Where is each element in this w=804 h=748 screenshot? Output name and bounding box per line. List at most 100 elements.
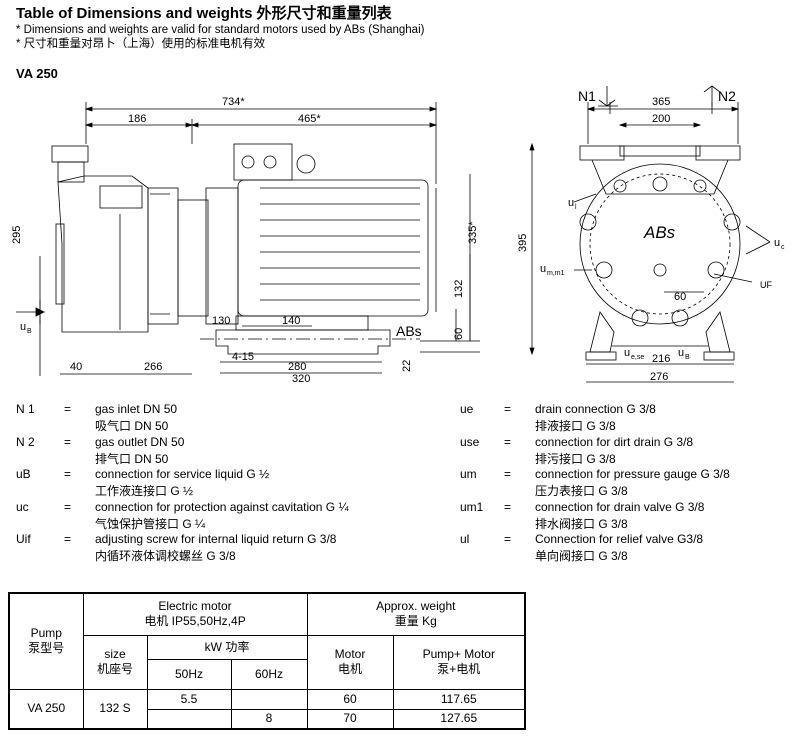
svg-text:280: 280 xyxy=(288,361,306,373)
svg-text:186: 186 xyxy=(128,113,146,125)
legend-description-en: adjusting screw for internal liquid retu… xyxy=(95,532,337,546)
legend-symbol: N 2 xyxy=(16,434,35,449)
pump-motor-weight-header-zh: 泵+电机 xyxy=(437,662,481,676)
legend-description-en: connection for pressure gauge G 3/8 xyxy=(535,467,730,481)
legend-symbol: uc xyxy=(16,499,29,514)
cell-kw-50hz xyxy=(146,708,232,730)
legend-symbol: ul xyxy=(460,532,470,546)
legend-row: um1 = connection for drain valve G 3/8 排… xyxy=(460,500,800,533)
svg-text:l: l xyxy=(575,204,577,211)
legend-equals: = xyxy=(64,434,72,449)
svg-text:140: 140 xyxy=(282,315,300,327)
weight-header-en: Approx. weight xyxy=(376,599,456,614)
svg-text:465*: 465* xyxy=(298,113,321,125)
legend-description-zh: 吸气口 DN 50 xyxy=(95,419,169,433)
svg-text:u: u xyxy=(20,321,26,333)
note-english: * Dimensions and weights are valid for s… xyxy=(16,24,425,36)
legend-equals: = xyxy=(504,434,512,449)
legend-equals: = xyxy=(504,467,512,481)
svg-text:u: u xyxy=(678,347,684,359)
pump-motor-weight-header-en: Pump+ Motor xyxy=(422,647,495,661)
spec-table: Pump 泵型号 Electric motor 电机 IP55,50Hz,4P … xyxy=(8,592,527,730)
legend-row: Uif = adjusting screw for internal liqui… xyxy=(16,532,396,565)
weight-header-zh: 重量 Kg xyxy=(394,614,437,629)
legend-equals: = xyxy=(64,499,72,514)
cell-pump: VA 250 xyxy=(8,688,84,730)
svg-text:ABs: ABs xyxy=(643,223,676,242)
legend-description-en: Connection for relief valve G3/8 xyxy=(535,532,704,546)
weight-header: Approx. weight 重量 Kg xyxy=(306,592,526,636)
legend-equals: = xyxy=(64,402,72,416)
legend-description-zh: 压力表接口 G 3/8 xyxy=(535,484,628,498)
legend-symbol: use xyxy=(460,434,480,449)
legend-symbol: N 1 xyxy=(16,402,35,416)
pump-header-zh: 泵型号 xyxy=(28,641,65,656)
motor-header-en: Electric motor xyxy=(158,599,232,614)
model-label: VA 250 xyxy=(16,66,58,81)
svg-text:276: 276 xyxy=(650,371,668,383)
size-header: size 机座号 xyxy=(82,634,148,690)
legend-left: N 1 = gas inlet DN 50 吸气口 DN 50 N 2 = ga… xyxy=(16,402,396,565)
legend-equals: = xyxy=(64,467,72,481)
page-title: Table of Dimensions and weights 外形尺寸和重量列… xyxy=(16,5,392,22)
motor-header-zh: 电机 IP55,50Hz,4P xyxy=(144,614,246,629)
svg-text:266: 266 xyxy=(144,361,162,373)
svg-text:130: 130 xyxy=(212,315,230,327)
svg-text:N1: N1 xyxy=(578,88,596,104)
cell-size: 132 S xyxy=(82,688,148,730)
svg-text:132: 132 xyxy=(453,280,465,298)
hz60-header: 60Hz xyxy=(230,658,308,690)
motor-weight-header: Motor 电机 xyxy=(306,634,394,690)
svg-text:u: u xyxy=(774,237,780,249)
legend-equals: = xyxy=(504,499,512,514)
motor-header: Electric motor 电机 IP55,50Hz,4P xyxy=(82,592,308,636)
legend-description-en: connection for dirt drain G 3/8 xyxy=(535,434,694,449)
svg-text:B: B xyxy=(685,354,690,361)
svg-text:335*: 335* xyxy=(467,221,479,244)
legend-symbol: ue xyxy=(460,402,474,416)
legend-symbol: Uif xyxy=(16,532,31,546)
svg-text:22: 22 xyxy=(401,360,413,372)
pump-header-en: Pump xyxy=(30,626,62,641)
svg-text:320: 320 xyxy=(292,373,310,385)
legend-description-en: connection for drain valve G 3/8 xyxy=(535,499,705,514)
cell-motor-weight: 60 xyxy=(306,688,394,710)
legend-equals: = xyxy=(504,402,512,416)
kw-header: kW 功率 xyxy=(146,634,308,660)
legend-row: ue = drain connection G 3/8 排液接口 G 3/8 xyxy=(460,402,800,435)
legend-description-zh: 气蚀保护管接口 G ¼ xyxy=(95,516,206,531)
svg-text:4-15: 4-15 xyxy=(232,351,254,363)
pump-header: Pump 泵型号 xyxy=(8,592,84,690)
legend-row: N 1 = gas inlet DN 50 吸气口 DN 50 xyxy=(16,402,396,435)
svg-text:m,m1: m,m1 xyxy=(547,270,565,277)
legend-right: ue = drain connection G 3/8 排液接口 G 3/8 u… xyxy=(460,402,800,565)
legend-row: N 2 = gas outlet DN 50 排气口 DN 50 xyxy=(16,435,396,468)
legend-row: uc = connection for protection against c… xyxy=(16,500,396,533)
legend-description-zh: 排水阀接口 G 3/8 xyxy=(535,516,628,531)
svg-text:N2: N2 xyxy=(718,88,736,104)
svg-text:216: 216 xyxy=(652,353,670,365)
svg-text:B: B xyxy=(27,328,32,335)
legend-symbol: um1 xyxy=(460,499,484,514)
legend-equals: = xyxy=(64,532,72,546)
legend-row: um = connection for pressure gauge G 3/8… xyxy=(460,467,800,500)
motor-weight-header-en: Motor xyxy=(334,647,366,661)
legend-description-en: drain connection G 3/8 xyxy=(535,402,656,416)
size-header-en: size xyxy=(104,647,126,661)
legend-description-en: gas outlet DN 50 xyxy=(95,434,185,449)
svg-text:60: 60 xyxy=(453,328,465,340)
svg-text:40: 40 xyxy=(70,361,82,373)
dimension-drawing: 734* 186 465* 295 335* 132 60 22 130 140… xyxy=(11,85,785,385)
svg-text:u: u xyxy=(624,347,630,359)
legend-description-zh: 排气口 DN 50 xyxy=(95,451,169,466)
document-header: Table of Dimensions and weights 外形尺寸和重量列… xyxy=(16,4,796,51)
legend-description-en: connection for protection against cavita… xyxy=(95,499,349,514)
cell-pump-motor-weight: 127.65 xyxy=(392,708,526,730)
legend-description-zh: 排液接口 G 3/8 xyxy=(535,419,616,433)
legend-equals: = xyxy=(504,532,512,546)
legend-description-en: connection for service liquid G ½ xyxy=(95,467,270,481)
legend-row: use = connection for dirt drain G 3/8 排污… xyxy=(460,435,800,468)
cell-kw-60hz: 8 xyxy=(230,708,308,730)
legend-row: ul = Connection for relief valve G3/8 单向… xyxy=(460,532,800,565)
motor-weight-header-zh: 电机 xyxy=(338,662,363,676)
